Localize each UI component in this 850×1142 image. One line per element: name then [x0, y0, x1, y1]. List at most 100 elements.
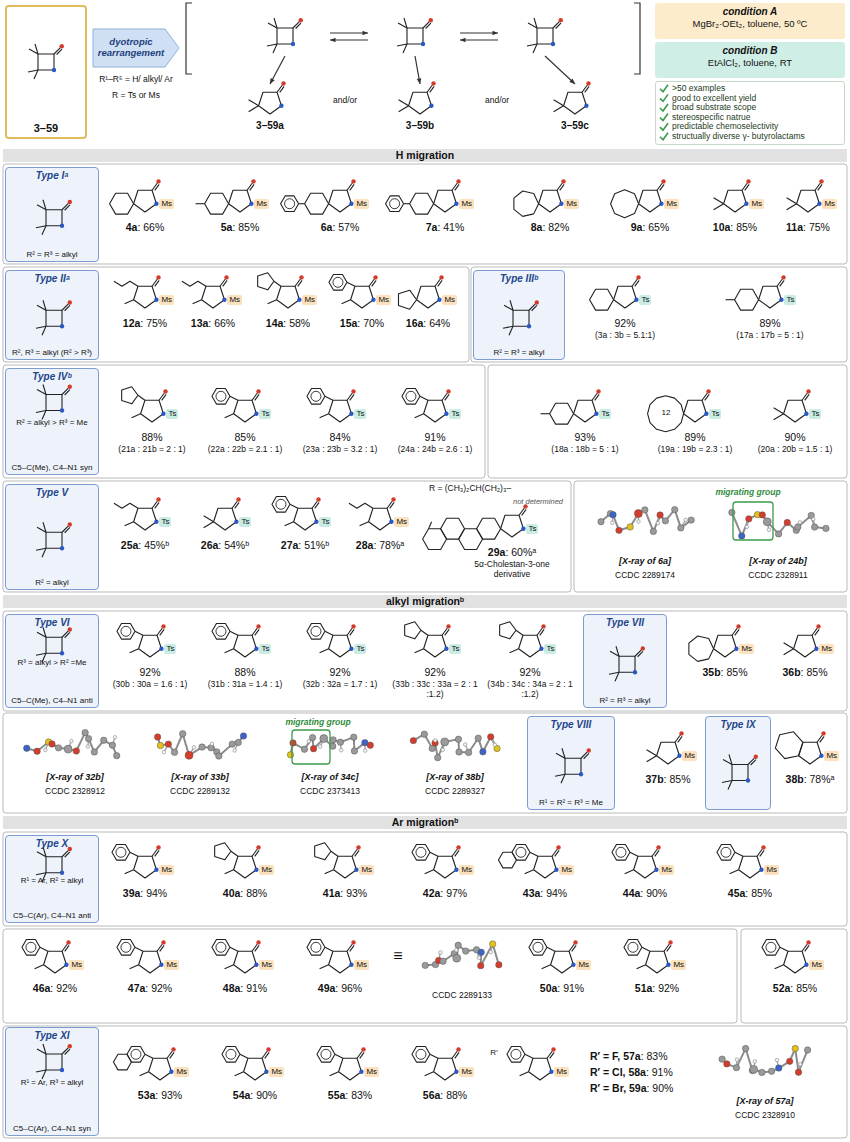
bond — [43, 200, 46, 210]
aromatic-ring — [311, 391, 321, 401]
structure — [36, 300, 72, 335]
bond — [582, 85, 587, 92]
bond — [357, 1051, 362, 1058]
xray-atom — [759, 512, 765, 518]
arrow-head — [330, 38, 336, 43]
bond — [325, 631, 333, 635]
bond — [277, 28, 293, 44]
nitrogen-atom — [264, 1070, 268, 1074]
bond — [212, 939, 230, 955]
bond — [196, 203, 205, 204]
xray-atom — [162, 750, 166, 754]
arrow-head — [362, 31, 368, 36]
note: R = Ts or Ms — [112, 90, 160, 100]
bond — [307, 939, 325, 955]
bond — [429, 522, 432, 529]
xray-atom — [733, 1064, 739, 1070]
compound-label: 6a: 57% — [321, 221, 360, 234]
xray-atom — [421, 731, 427, 737]
bond — [350, 184, 354, 190]
node-text: MgBr₂·OEt₂, toluene, 50 ºC — [661, 18, 839, 29]
xray-atom — [465, 749, 471, 755]
row-panel — [488, 365, 847, 478]
structure — [412, 844, 461, 878]
bond — [564, 92, 587, 114]
bond — [223, 280, 227, 286]
type-box-fill — [583, 614, 667, 708]
bond — [748, 758, 754, 764]
nitrogen-atom — [249, 202, 253, 206]
compound-label: 45a: 85% — [728, 887, 772, 900]
bond — [134, 508, 157, 530]
bond — [42, 548, 46, 557]
xray-atom — [775, 531, 781, 537]
bond — [425, 1072, 434, 1076]
bond — [315, 502, 319, 508]
bond — [329, 190, 352, 212]
bond — [417, 286, 440, 308]
structure — [110, 179, 161, 214]
bond — [780, 947, 788, 951]
aromatic-ring — [276, 499, 286, 509]
bond — [277, 286, 300, 308]
node-heading: 3–59 — [34, 122, 58, 134]
nitrogen-atom — [819, 754, 823, 758]
xray-atom — [86, 745, 90, 749]
bond — [299, 203, 305, 204]
structure — [204, 497, 241, 530]
node-text: C5–C(Ar), C4–N1 syn — [9, 1124, 95, 1134]
oxygen-atom — [446, 389, 450, 393]
xray-atom — [287, 752, 293, 758]
bond — [399, 100, 409, 106]
bond — [65, 945, 69, 951]
oxygen-atom — [256, 624, 260, 628]
ccdc-number: CCDC 2328911 — [748, 570, 807, 580]
xray-atom — [44, 748, 48, 752]
row-panel — [574, 481, 847, 592]
bond — [775, 732, 803, 759]
ratio-note: (33b : 33c : 33a = 2 : 1 :1.2) — [387, 680, 483, 700]
bond — [684, 400, 707, 422]
bond — [705, 394, 709, 400]
xray-atom — [627, 524, 633, 530]
nitrogen-atom — [817, 202, 821, 206]
bond — [46, 395, 62, 411]
xray-atom — [455, 942, 461, 948]
bond — [225, 649, 234, 653]
compound-label: 9a: 65% — [631, 221, 670, 234]
bond — [780, 280, 784, 286]
bond — [415, 649, 424, 653]
oxygen-atom — [586, 81, 590, 85]
node-heading: Type IIIᵇ — [477, 273, 561, 285]
xray-atom — [759, 1069, 765, 1075]
type-box: Type VR² = alkyl — [5, 484, 99, 590]
bond — [774, 408, 784, 414]
ccdc-number: CCDC 2373413 — [300, 786, 360, 796]
note: and/or — [333, 95, 357, 105]
bond — [232, 501, 237, 508]
oxygen-atom — [816, 624, 820, 628]
compound-label: 44a: 90% — [623, 887, 667, 900]
nitrogen-atom — [154, 868, 158, 872]
bond — [298, 280, 302, 286]
xray-structure — [598, 506, 695, 534]
section-band: Ar migrationᵇ — [3, 816, 847, 829]
oxygen-atom — [596, 389, 600, 393]
n-substituent: Ms — [174, 1067, 189, 1077]
bond — [638, 651, 643, 656]
bond — [285, 522, 294, 526]
bond — [244, 1058, 267, 1080]
nitrogen-atom — [759, 868, 763, 872]
compound-label: 92% — [614, 317, 635, 330]
xray-title: [X-ray of 6a] — [619, 556, 671, 567]
structure — [722, 755, 758, 790]
xray-atom — [455, 736, 461, 742]
bond — [784, 400, 807, 422]
bond — [62, 631, 68, 637]
bond — [550, 403, 574, 424]
bond — [65, 205, 70, 210]
oxygen-atom — [636, 275, 640, 279]
bond — [234, 856, 257, 878]
n-substituent: Ms — [227, 295, 242, 305]
xray-atom — [735, 1058, 739, 1062]
